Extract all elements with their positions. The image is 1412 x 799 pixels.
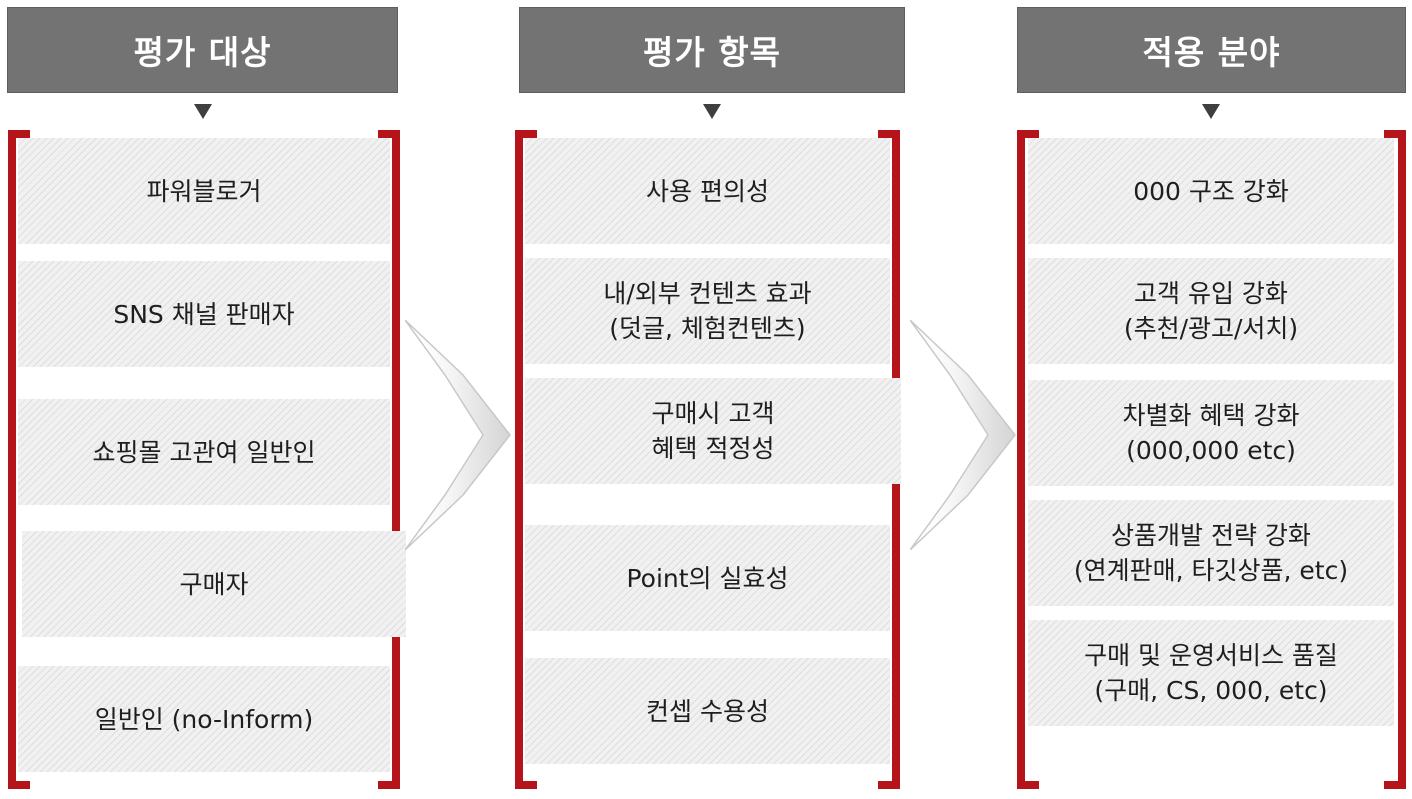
list-item: 파워블로거	[18, 138, 390, 244]
list-item: 구매 및 운영서비스 품질 (구매, CS, 000, etc)	[1028, 620, 1394, 726]
header-evaluation-items: 평가 항목	[519, 7, 905, 93]
triangle-down-icon	[1202, 104, 1220, 119]
list-item: 쇼핑몰 고관여 일반인	[18, 399, 390, 505]
list-item: 사용 편의성	[525, 138, 890, 244]
list-item: 구매자	[22, 531, 406, 637]
list-item: 내/외부 컨텐츠 효과 (덧글, 체험컨텐츠)	[525, 258, 890, 364]
list-item: SNS 채널 판매자	[18, 261, 390, 367]
list-item: 컨셉 수용성	[525, 658, 890, 764]
list-item: 일반인 (no-Inform)	[18, 666, 390, 772]
right-bracket	[378, 130, 400, 789]
header-title: 평가 항목	[643, 33, 781, 72]
left-bracket	[8, 130, 30, 789]
list-item: 000 구조 강화	[1028, 138, 1394, 244]
list-item: Point의 실효성	[525, 525, 890, 631]
left-bracket	[1017, 130, 1039, 789]
chevron-right-arrow-icon	[910, 320, 1016, 550]
right-bracket	[1384, 130, 1406, 789]
header-title: 적용 분야	[1142, 33, 1281, 72]
header-application-areas: 적용 분야	[1017, 7, 1406, 93]
header-title: 평가 대상	[133, 33, 272, 72]
header-evaluation-target: 평가 대상	[7, 7, 398, 93]
triangle-down-icon	[194, 104, 212, 119]
list-item: 차별화 혜택 강화 (000,000 etc)	[1028, 380, 1394, 486]
list-item: 구매시 고객 혜택 적정성	[525, 378, 901, 484]
list-item: 고객 유입 강화 (추천/광고/서치)	[1028, 258, 1394, 364]
chevron-right-arrow-icon	[405, 320, 511, 550]
triangle-down-icon	[703, 104, 721, 119]
left-bracket	[515, 130, 537, 789]
list-item: 상품개발 전략 강화 (연계판매, 타깃상품, etc)	[1028, 500, 1394, 606]
